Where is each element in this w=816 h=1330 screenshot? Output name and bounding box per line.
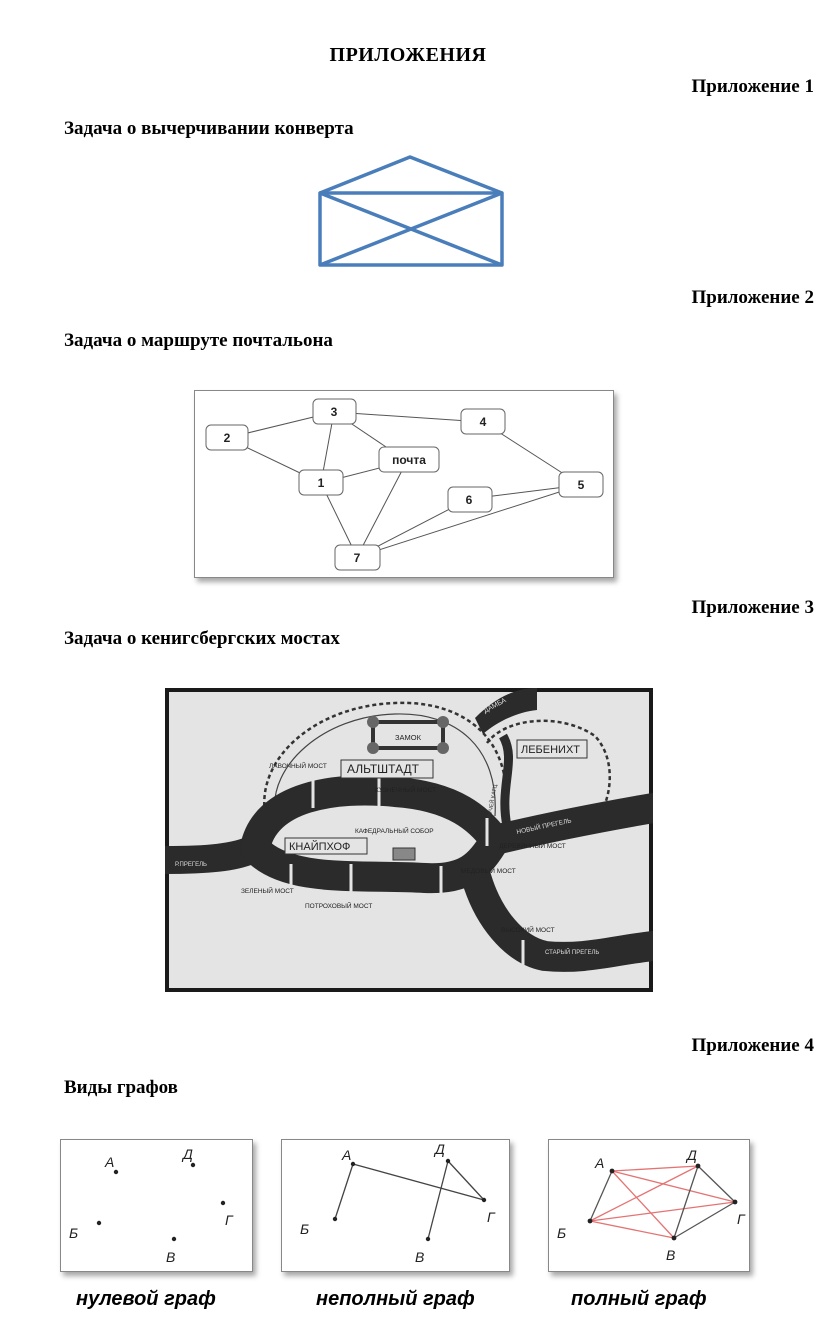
- castle-icon: [371, 720, 445, 750]
- label-shop-bridge: ЛАВОЧНЫЙ МОСТ: [269, 761, 327, 770]
- envelope-figure: [318, 155, 504, 267]
- svg-text:А: А: [104, 1154, 114, 1170]
- cathedral-icon: [392, 847, 416, 861]
- label-cathedral: КАФЕДРАЛЬНЫЙ СОБОР: [355, 826, 434, 835]
- edge-post-7: [356, 460, 408, 558]
- konigsberg-map: ЗАМОК АЛЬТШТАДТ ЛЕБЕНИХТ КНАЙПХОФ ДАМБА …: [165, 688, 653, 992]
- page-title: ПРИЛОЖЕНИЯ: [329, 44, 487, 66]
- caption-incomplete-graph: неполный граф: [316, 1288, 475, 1310]
- appendix-2-label: Приложение 2: [691, 287, 814, 308]
- svg-text:7: 7: [354, 551, 361, 565]
- edge-5-7: [356, 484, 582, 558]
- svg-text:Д: Д: [433, 1141, 445, 1157]
- svg-text:Б: Б: [557, 1225, 566, 1241]
- appendix-3-task: Задача о кенигсбергских мостах: [64, 628, 340, 649]
- postman-graph-box: 2 3 4 почта 1 6 5 7: [194, 390, 614, 578]
- node-1: 1: [298, 469, 344, 496]
- complete-graph: А Д Г Б В: [557, 1147, 746, 1263]
- stream: [498, 733, 513, 827]
- appendix-2-task: Задача о маршруте почтальона: [64, 330, 333, 351]
- label-green-bridge: ЗЕЛЕНЫЙ МОСТ: [241, 886, 294, 895]
- svg-text:А: А: [341, 1147, 351, 1163]
- altstadt-wall: [263, 701, 508, 817]
- node-7: 7: [334, 544, 381, 571]
- label-trade-bridge: ПОТРОХОВЫЙ МОСТ: [305, 901, 372, 910]
- appendix-4-task: Виды графов: [64, 1077, 178, 1098]
- svg-text:Г: Г: [737, 1211, 746, 1227]
- label-altstadt: АЛЬТШТАДТ: [347, 762, 420, 776]
- label-smith-bridge: КУЗНЕЧНЫЙ МОСТ: [375, 785, 436, 794]
- svg-text:В: В: [415, 1249, 424, 1265]
- altstadt-wall-inner: [274, 713, 496, 817]
- svg-text:В: В: [666, 1247, 675, 1263]
- null-graph: А Д Г Б В: [69, 1146, 234, 1265]
- appendix-1-label: Приложение 1: [691, 76, 814, 97]
- label-pregel: Р.ПРЕГЕЛЬ: [175, 862, 207, 868]
- svg-text:Б: Б: [300, 1221, 309, 1237]
- label-wood-bridge: ДЕРЕВЯННЫЙ МОСТ: [499, 841, 566, 850]
- svg-text:2: 2: [224, 431, 231, 445]
- label-honey-bridge: МЕДОВЫЙ МОСТ: [461, 866, 516, 875]
- svg-text:4: 4: [480, 415, 487, 429]
- appendix-3-label: Приложение 3: [691, 597, 814, 618]
- river-pregel: [165, 775, 653, 972]
- node-post: почта: [378, 446, 440, 473]
- incomplete-graph: А Д Г Б В: [300, 1141, 496, 1265]
- caption-null-graph: нулевой граф: [76, 1288, 216, 1310]
- svg-text:Г: Г: [225, 1212, 234, 1228]
- incomplete-graph-box: А Д Г Б В: [281, 1139, 510, 1272]
- label-kneiphof: КНАЙПХОФ: [289, 840, 350, 853]
- label-lebenicht: ЛЕБЕНИХТ: [521, 744, 580, 756]
- svg-text:А: А: [594, 1155, 604, 1171]
- svg-text:3: 3: [331, 405, 338, 419]
- appendix-1-task: Задача о вычерчивании конверта: [64, 118, 354, 139]
- node-2: 2: [205, 424, 249, 451]
- caption-complete-graph: полный граф: [571, 1288, 707, 1310]
- svg-text:почта: почта: [392, 453, 426, 467]
- node-6: 6: [447, 486, 493, 513]
- node-3: 3: [312, 398, 357, 425]
- label-old-pregel: СТАРЫЙ ПРЕГЕЛЬ: [545, 948, 599, 956]
- edge-3-4: [333, 411, 484, 423]
- svg-text:Д: Д: [181, 1146, 193, 1162]
- lebenicht-wall: [485, 719, 611, 817]
- svg-text:Б: Б: [69, 1225, 78, 1241]
- svg-text:5: 5: [578, 478, 585, 492]
- svg-text:1: 1: [318, 476, 325, 490]
- node-5: 5: [558, 471, 604, 498]
- appendix-4-label: Приложение 4: [691, 1035, 814, 1056]
- svg-text:Г: Г: [487, 1209, 496, 1225]
- svg-text:В: В: [166, 1249, 175, 1265]
- dam-area: [475, 688, 537, 734]
- postman-graph: 2 3 4 почта 1 6 5 7: [205, 398, 604, 571]
- svg-text:Д: Д: [685, 1147, 697, 1163]
- svg-text:6: 6: [466, 493, 473, 507]
- complete-graph-box: А Д Г Б В: [548, 1139, 750, 1272]
- label-high-bridge: ВЫСОКИЙ МОСТ: [501, 925, 555, 934]
- label-castle: ЗАМОК: [395, 733, 422, 742]
- node-4: 4: [460, 408, 506, 435]
- null-graph-box: А Д Г Б В: [60, 1139, 253, 1272]
